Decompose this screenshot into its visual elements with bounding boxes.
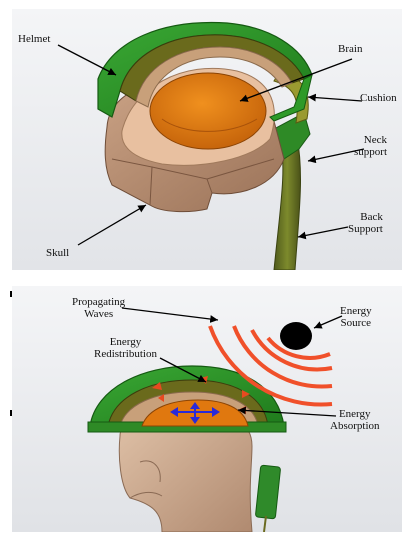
brain-shape	[150, 73, 266, 149]
neck-support-label: Neck support	[354, 134, 387, 158]
back-support-label: Back Support	[348, 211, 383, 235]
energy-diagram-panel: Propagating Waves Energy Source Energy R…	[12, 286, 402, 532]
neck-support-label-line1: Neck	[354, 134, 387, 146]
cushion-label: Cushion	[360, 92, 397, 104]
energy-source-label: Energy Source	[340, 305, 372, 329]
brain-label: Brain	[338, 43, 362, 55]
skull-label: Skull	[46, 247, 69, 259]
helmet-label: Helmet	[18, 33, 50, 45]
neck-support-label-line2: support	[354, 146, 387, 158]
energy-absorption-label-line2: Absorption	[330, 420, 380, 432]
energy-redistribution-label: Energy Redistribution	[94, 336, 157, 360]
propagating-waves-label-line2: Waves	[72, 308, 125, 320]
propagating-waves-label-line1: Propagating	[72, 296, 125, 308]
propagating-waves-label: Propagating Waves	[72, 296, 125, 320]
back-support-label-line1: Back	[348, 211, 383, 223]
back-support-label-line2: Support	[348, 223, 383, 235]
energy-source-label-line2: Source	[340, 317, 372, 329]
helmet-anatomy-panel: Helmet Brain Cushion Neck support Skull …	[12, 9, 402, 270]
energy-source-label-line1: Energy	[340, 305, 372, 317]
energy-redistribution-label-line1: Energy	[94, 336, 157, 348]
energy-redistribution-label-line2: Redistribution	[94, 348, 157, 360]
energy-source-dot	[280, 322, 312, 350]
energy-absorption-label-line1: Energy	[330, 408, 380, 420]
energy-absorption-label: Energy Absorption	[330, 408, 380, 432]
